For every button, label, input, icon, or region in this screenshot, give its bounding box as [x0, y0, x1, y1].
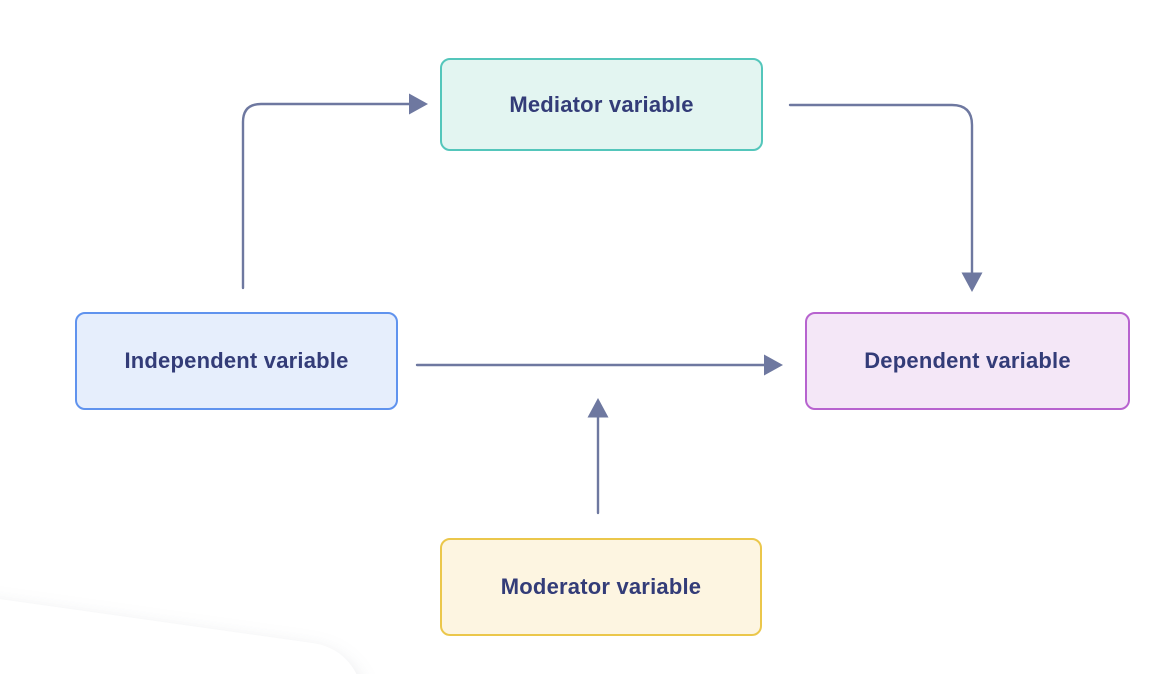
page-corner-decoration [0, 578, 370, 674]
node-mediator-label: Mediator variable [509, 91, 694, 117]
arrow-line-mediator-to-dependent [788, 103, 974, 275]
node-dependent-variable: Dependent variable [805, 312, 1130, 410]
arrowhead-right-icon [409, 93, 428, 115]
arrowhead-right-icon [764, 354, 783, 376]
node-moderator-variable: Moderator variable [440, 538, 762, 636]
arrowhead-up-icon [587, 398, 609, 418]
node-mediator-variable: Mediator variable [440, 58, 763, 151]
arrow-line-independent-to-mediator [241, 102, 412, 290]
node-independent-variable: Independent variable [75, 312, 398, 410]
node-independent-label: Independent variable [124, 348, 349, 373]
node-dependent-label: Dependent variable [864, 348, 1071, 373]
arrowhead-down-icon [961, 272, 983, 292]
node-moderator-label: Moderator variable [500, 574, 702, 599]
